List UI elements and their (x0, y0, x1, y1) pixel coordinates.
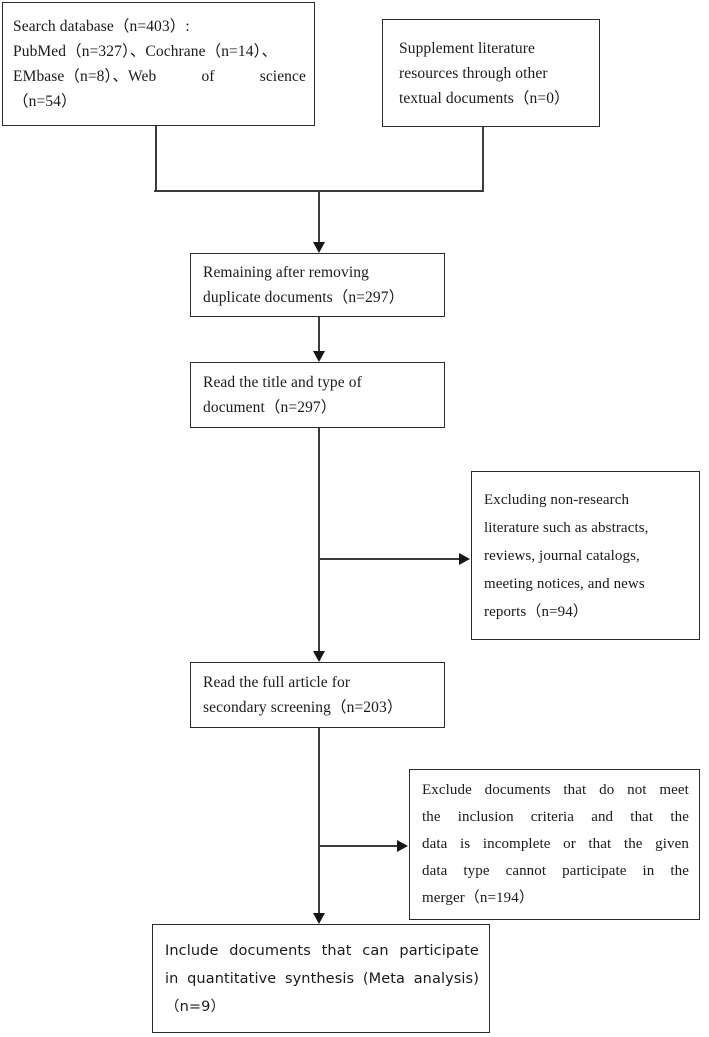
arrow-right-icon-to-exclude-second (397, 840, 408, 852)
exclude-first-line-2: literature such as abstracts, (484, 519, 649, 536)
read-full-article-box: Read the full article for secondary scre… (190, 662, 445, 728)
exclude-first-line-4: meeting notices, and news (484, 575, 645, 592)
connector-branch-to-exclude-second (319, 845, 398, 847)
connector-merge-to-dedup (318, 190, 320, 242)
dedup-line-1: Remaining after removing (203, 264, 369, 281)
search-database-line-1: Search database（n=403）: (13, 18, 190, 35)
connector-search-down (155, 126, 157, 191)
connector-branch-to-exclude-first (319, 558, 460, 560)
connector-title-to-fulltext (318, 428, 320, 651)
dedup-line-2: duplicate documents（n=297） (203, 289, 405, 306)
arrow-down-icon-to-title (312, 351, 325, 362)
search-database-box: Search database（n=403）: PubMed（n=327）、Co… (2, 2, 315, 126)
arrow-right-icon-to-exclude-first (459, 553, 470, 565)
supplement-line-1: Supplement literature (399, 39, 535, 57)
supplement-line-3: textual documents（n=0） (399, 89, 570, 107)
exclude-first-line-1: Excluding non-research (484, 491, 630, 508)
exclude-first-line-3: reviews, journal catalogs, (484, 547, 640, 564)
exclude-second-line-5: merger（n=194） (422, 890, 534, 906)
arrow-down-icon-to-include (312, 913, 325, 924)
connector-dedup-to-title (318, 317, 320, 351)
arrow-down-icon-to-dedup (312, 242, 325, 253)
connector-fulltext-to-include (318, 728, 320, 913)
supplement-line-2: resources through other (399, 64, 548, 82)
search-database-line-4: （n=54） (13, 93, 77, 110)
read-title-and-type-box: Read the title and type of document（n=29… (190, 362, 445, 428)
search-database-line-2: PubMed（n=327）、Cochrane（n=14）、 (13, 43, 278, 60)
title-screen-line-1: Read the title and type of (203, 374, 362, 391)
remaining-after-dedup-box: Remaining after removing duplicate docum… (190, 253, 445, 317)
full-text-line-2: secondary screening（n=203） (203, 699, 403, 716)
exclude-first-line-5: reports（n=94） (484, 603, 588, 620)
include-line-3: （n=9） (165, 998, 226, 1015)
supplement-literature-box: Supplement literature resources through … (382, 19, 600, 127)
arrow-down-icon-to-fulltext (312, 651, 325, 662)
connector-supplement-down (482, 127, 484, 191)
title-screen-line-2: document（n=297） (203, 399, 337, 416)
exclude-non-research-box: Excluding non-research literature such a… (471, 471, 700, 640)
full-text-line-1: Read the full article for (203, 674, 351, 691)
